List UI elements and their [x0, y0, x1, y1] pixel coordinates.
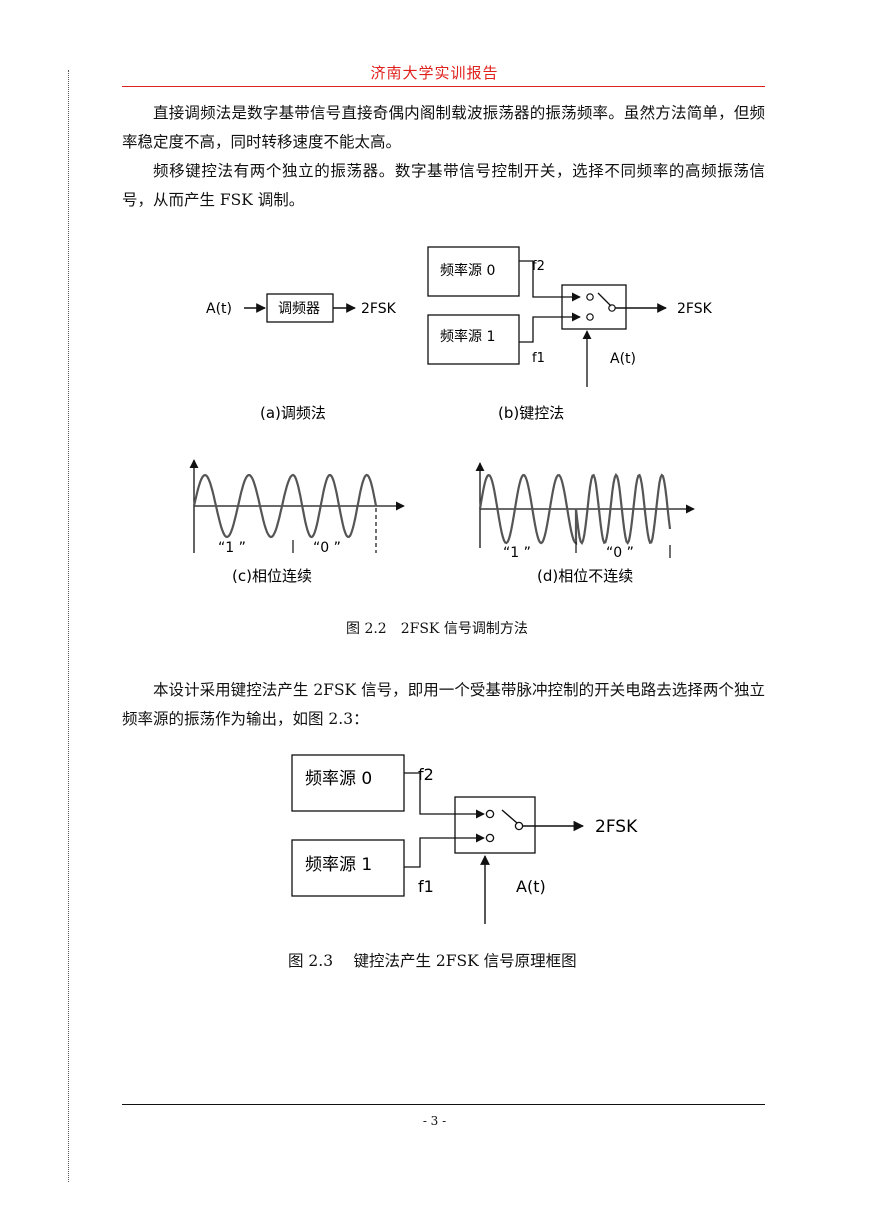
fig-b-switch-contact-bottom [586, 313, 594, 321]
fig-b-f1-label: f1 [532, 351, 545, 366]
fig-c-caption: (c)相位连续 [232, 567, 312, 585]
fig-d-bit-0-label: “0 ” [606, 545, 634, 561]
fig-b-f2-wire [519, 260, 581, 302]
header-divider [122, 86, 765, 87]
fig23-source-1-block [291, 839, 405, 897]
fig23-f1-wire [404, 833, 485, 868]
paragraph-design-approach: 本设计采用键控法产生 2FSK 信号，即用一个受基带脉冲控制的开关电路去选择两个… [122, 681, 765, 728]
fig23-f2-wire [404, 772, 485, 819]
fig23-source-1-label: 频率源 1 [305, 855, 372, 875]
fig23-output-label: 2FSK [595, 817, 638, 837]
fig-d-discontinuous-phase: “1 ” “0 ” [475, 462, 695, 561]
fig-b-control-label: A(t) [610, 351, 636, 367]
fig23-source-0-label: 频率源 0 [305, 769, 372, 789]
fig-d-waveform [478, 473, 672, 546]
fig-a-input-label: A(t) [206, 301, 232, 317]
fig23-f1-label: f1 [418, 877, 434, 896]
figure-2-3-caption: 图 2.3 键控法产生 2FSK 信号原理框图 [288, 952, 577, 970]
fig-d-bit-1-label: “1 ” [503, 545, 531, 561]
fig23-switch-contact-bottom [485, 833, 495, 843]
paragraph-fsk-keying: 频移键控法有两个独立的振荡器。数字基带信号控制开关，选择不同频率的高频振荡信号，… [122, 162, 765, 209]
fig23-control-label: A(t) [516, 877, 546, 896]
binding-margin-line [68, 70, 69, 1182]
fig-c-bit-1-label: “1 ” [218, 540, 246, 556]
footer-divider [122, 1104, 765, 1105]
fig-c-bit-0-label: “0 ” [313, 540, 341, 556]
fig-c-waveform [192, 473, 378, 539]
fig-b-source-1-block [427, 314, 520, 365]
fig-b-switch-contact-top [586, 293, 594, 301]
fig-b-f2-label: f2 [532, 259, 545, 274]
fig-b-source-1-label: 频率源 1 [440, 328, 495, 345]
fig-b-caption: (b)键控法 [498, 404, 564, 422]
fig23-switch-box [454, 796, 536, 854]
fig23-switch-blade [501, 809, 518, 824]
fig-b-source-0-block [427, 246, 520, 297]
figure-2-2-caption: 图 2.2 2FSK 信号调制方法 [346, 621, 528, 637]
fig23-f2-label: f2 [418, 765, 434, 784]
fig-b-switch-blade [597, 292, 612, 307]
fig-b-source-0-label: 频率源 0 [440, 262, 495, 279]
fig23-source-0-block [291, 754, 405, 812]
fig-b-keying-diagram: 频率源 0 频率源 1 f2 f1 2FSK A(t) [427, 246, 713, 387]
fig-a-output-label: 2FSK [361, 301, 397, 317]
fig-b-switch-box [561, 284, 627, 330]
fig-b-f1-wire [519, 312, 581, 343]
page-number: - 3 - [422, 1114, 447, 1128]
figure-2-2-diagrams: A(t) 调频器 2FSK 频率源 0 频率源 1 f2 f1 2FSK A(t… [189, 246, 713, 585]
fig23-switch-contact-top [485, 809, 495, 819]
report-header-title: 济南大学实训报告 [370, 64, 499, 82]
fig-a-fm-diagram: A(t) 调频器 2FSK [206, 293, 397, 323]
fig-d-caption: (d)相位不连续 [537, 567, 633, 585]
fig-a-modulator-label: 调频器 [278, 301, 320, 317]
fig23-switch-pivot [514, 821, 524, 831]
fig-a-caption: (a)调频法 [260, 404, 326, 422]
paragraph-direct-fm: 直接调频法是数字基带信号直接奇偶内阁制载波振荡器的振荡频率。虽然方法简单，但频率… [122, 104, 765, 151]
fig-c-continuous-phase: “1 ” “0 ” [189, 459, 405, 556]
fig-b-output-label: 2FSK [677, 301, 713, 317]
fig-b-switch-pivot [608, 304, 616, 312]
figure-2-3-diagram: 频率源 0 频率源 1 f2 f1 2FSK A(t) [291, 754, 638, 924]
